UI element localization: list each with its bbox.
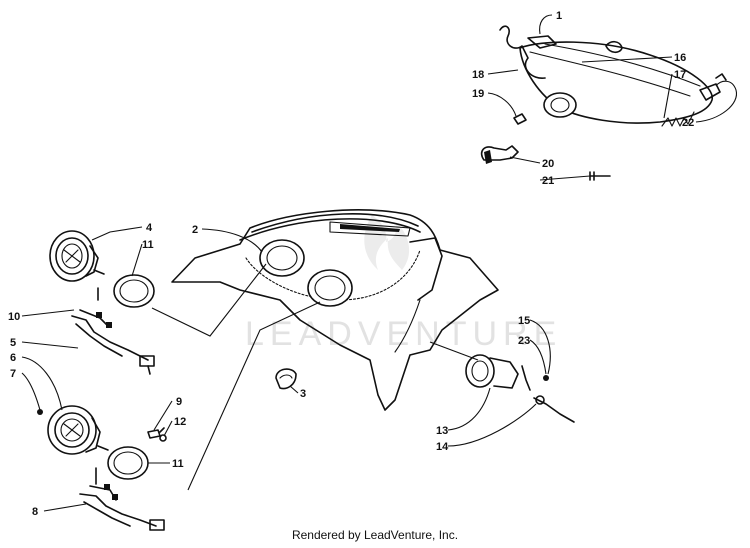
callout-8: 8	[32, 506, 38, 518]
lower-wiring-harness	[79, 467, 165, 531]
callout-13: 13	[436, 425, 448, 437]
watermark-text: LEADVENTURE	[245, 315, 562, 353]
callout-12: 12	[174, 416, 186, 428]
upper-gauge	[49, 230, 105, 282]
leader-lines	[21, 14, 738, 512]
callout-18: 18	[472, 69, 484, 81]
callout-labels: 1 2 3 4 5 6 7 8 9 10 11 11 12 13 14 15 1…	[8, 10, 694, 518]
upper-gauge-ring	[113, 274, 155, 308]
callout-15: 15	[518, 315, 530, 327]
upper-wiring-harness	[71, 287, 155, 375]
callout-5: 5	[10, 337, 16, 349]
lower-gauge	[47, 405, 109, 455]
switch-assembly	[465, 354, 575, 423]
callout-4: 4	[146, 222, 153, 234]
callout-1: 1	[556, 10, 562, 22]
headlight-assembly	[480, 25, 727, 181]
callout-20: 20	[542, 158, 554, 170]
footer-credit: Rendered by LeadVenture, Inc.	[291, 528, 459, 542]
instrument-panel-hood	[171, 209, 499, 411]
callout-22: 22	[682, 117, 694, 129]
gauge-cap	[275, 368, 297, 390]
callout-17: 17	[674, 69, 686, 81]
callout-21: 21	[542, 175, 554, 187]
callout-9: 9	[176, 396, 182, 408]
callout-14: 14	[436, 441, 449, 453]
callout-2: 2	[192, 224, 198, 236]
lower-gauge-ring	[107, 446, 149, 480]
callout-23: 23	[518, 335, 530, 347]
leadventure-watermark: LEADVENTURE	[245, 215, 562, 353]
callout-11-lower: 11	[172, 458, 184, 470]
callout-3: 3	[300, 388, 306, 400]
callout-10: 10	[8, 311, 20, 323]
callout-19: 19	[472, 88, 484, 100]
callout-7: 7	[10, 368, 16, 380]
callout-16: 16	[674, 52, 686, 64]
fasteners	[37, 409, 167, 442]
callout-6: 6	[10, 352, 16, 364]
callout-11-upper: 11	[142, 239, 154, 251]
